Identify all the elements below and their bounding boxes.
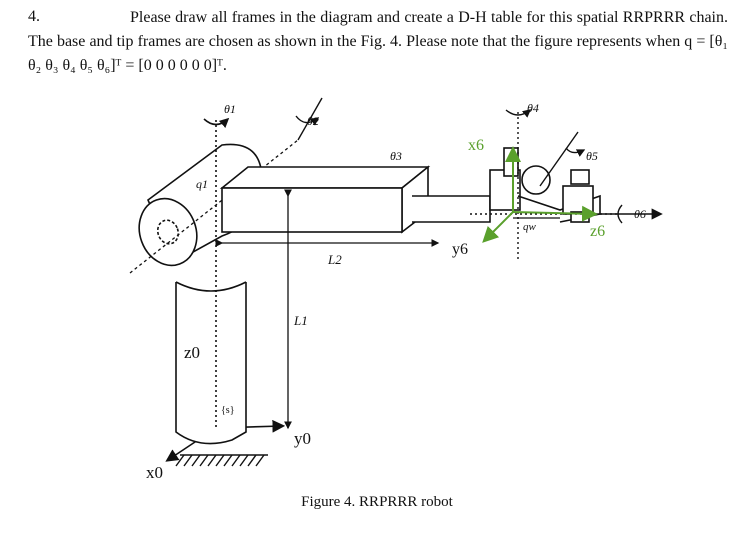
problem-number: 4.	[28, 8, 40, 25]
theta5-label: θ5	[586, 149, 598, 163]
y0-label: y0	[294, 429, 311, 448]
qw-label: qw	[523, 221, 537, 233]
theta2-arrow	[295, 115, 320, 126]
q1-label: q1	[196, 177, 208, 191]
figure-caption: Figure 4. RRPRRR robot	[0, 494, 750, 511]
L2-label: L2	[327, 252, 342, 267]
L1-label: L1	[293, 313, 308, 328]
problem-statement: Please draw all frames in the diagram an…	[28, 9, 728, 74]
theta6-label: θ6	[634, 207, 646, 221]
z0-label: z0	[184, 343, 200, 362]
theta2-label: θ2	[307, 114, 319, 128]
tool-frame	[482, 146, 598, 243]
figure-caption-text: Figure 4. RRPRRR robot	[301, 494, 453, 510]
z6-axis	[512, 205, 598, 222]
theta3-label: θ3	[390, 149, 402, 163]
y6-axis	[482, 211, 514, 243]
joint1-axis	[203, 117, 230, 430]
prismatic-rod	[412, 195, 491, 223]
horizontal-link-box	[219, 165, 431, 234]
wrist-assembly	[489, 147, 601, 223]
z6-label: z6	[590, 223, 605, 240]
y6-label: y6	[452, 241, 468, 258]
s-frame-label: {s}	[221, 405, 235, 416]
theta1-label: θ1	[224, 102, 236, 116]
x0-label: x0	[146, 463, 163, 482]
vertical-link	[175, 281, 247, 445]
theta4-label: θ4	[527, 101, 539, 115]
ground-hatch	[175, 454, 268, 467]
x6-label: x6	[468, 137, 484, 154]
